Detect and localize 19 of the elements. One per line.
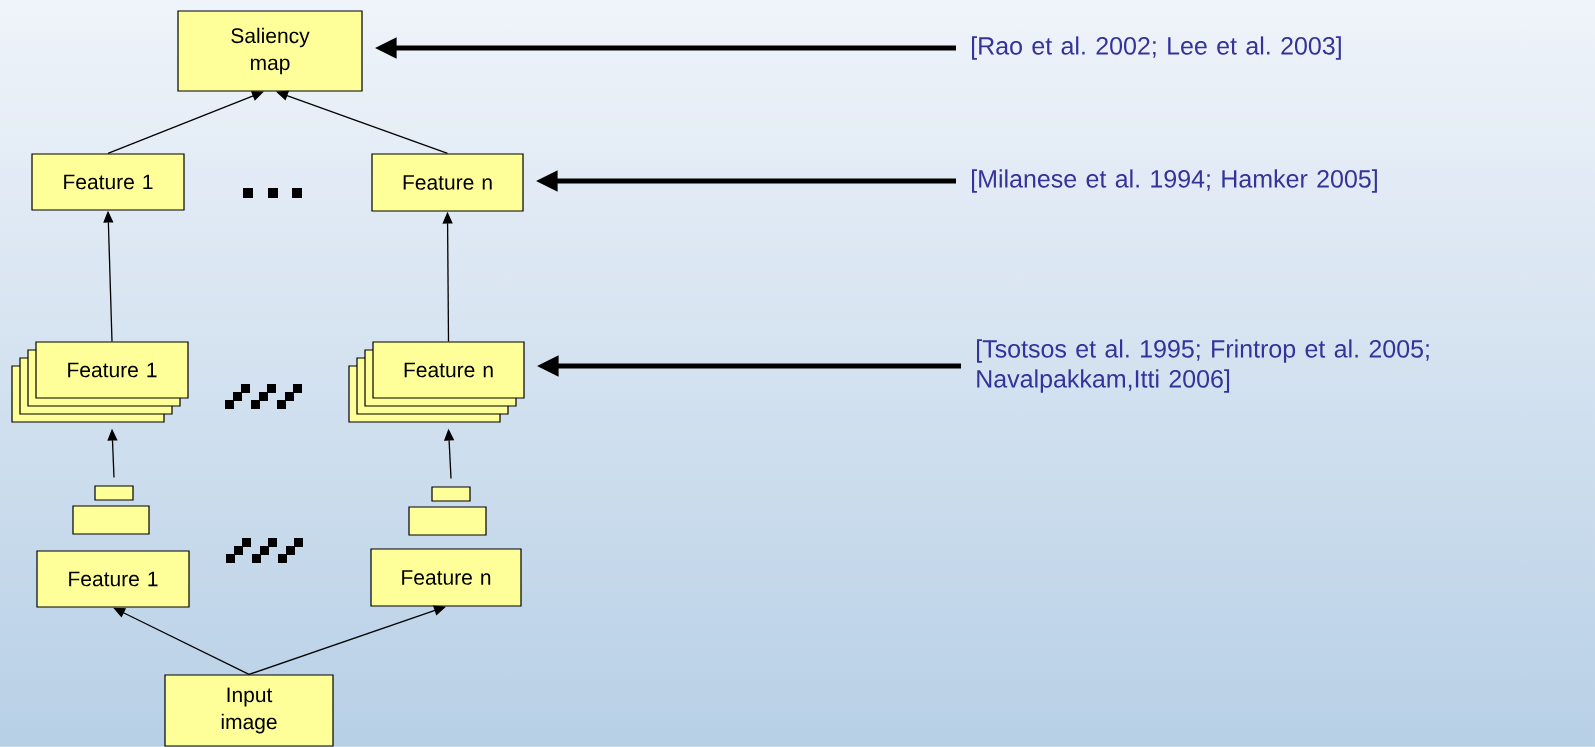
pyramid-level — [94, 485, 134, 501]
arrow — [248, 605, 446, 676]
arrow — [107, 91, 264, 155]
process-box: Feature 1 — [36, 550, 190, 608]
process-box: Feature n — [370, 548, 522, 607]
process-box: Input image — [164, 674, 334, 747]
process-box: Saliency map — [177, 10, 363, 92]
process-box: Feature 1 — [31, 153, 185, 211]
arrow — [276, 90, 449, 155]
arrow — [113, 607, 250, 676]
pyramid-level — [431, 486, 471, 502]
pyramid-level — [408, 506, 487, 536]
citation-text: [Tsotsos et al. 1995; Frintrop et al. 2005; Navalpakkam,Itti 2006] — [977, 339, 1429, 393]
citation-text: [Rao et al. 2002; Lee et al. 2003] — [972, 36, 1341, 60]
pyramid-level — [72, 505, 150, 535]
process-box: Feature n — [371, 153, 524, 212]
citation-text: [Milanese et al. 1994; Hamker 2005] — [972, 169, 1377, 193]
stacked-box: Feature n — [348, 341, 525, 423]
stacked-box: Feature 1 — [11, 341, 189, 423]
